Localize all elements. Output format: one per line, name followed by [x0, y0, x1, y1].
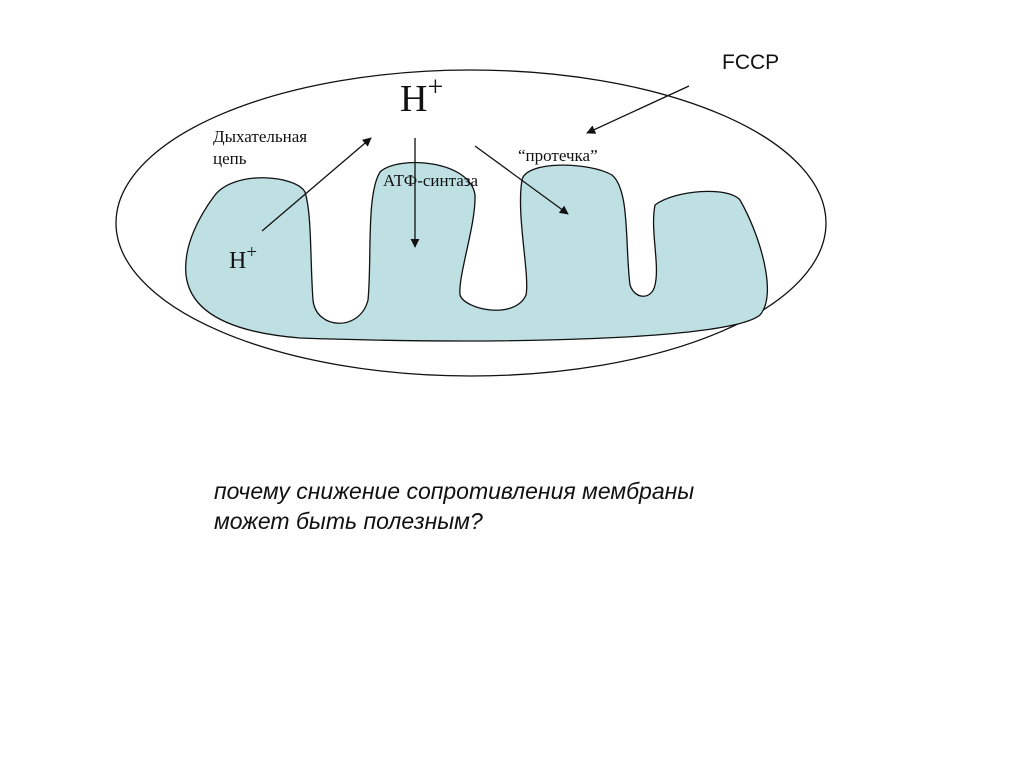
fccp-label: FCCP — [722, 51, 779, 74]
leak-label: “протечка” — [518, 146, 598, 165]
leak-arrow — [474, 145, 569, 215]
atp-synthase-label: АТФ-синтаза — [383, 171, 479, 190]
question-line-1: почему снижение сопротивления мембраны — [214, 478, 695, 504]
respiratory-chain-arrow — [261, 137, 372, 232]
proton-matrix-base: H — [229, 248, 246, 274]
question-line-2: может быть полезным? — [214, 508, 483, 534]
fccp-arrow — [586, 85, 690, 134]
respiratory-chain-line2: цепь — [213, 149, 247, 168]
proton-intermembrane-sup: + — [427, 72, 443, 103]
proton-intermembrane-label: H+ — [400, 72, 443, 120]
respiratory-chain-label: Дыхательная цепь — [213, 127, 311, 168]
respiratory-chain-line1: Дыхательная — [213, 127, 307, 146]
proton-intermembrane-base: H — [400, 78, 427, 120]
proton-matrix-sup: + — [246, 242, 257, 263]
question-text: почему снижение сопротивления мембраны м… — [214, 476, 834, 536]
inner-membrane-matrix — [185, 161, 768, 342]
outer-membrane — [115, 69, 827, 377]
proton-matrix-label: H+ — [229, 242, 257, 274]
